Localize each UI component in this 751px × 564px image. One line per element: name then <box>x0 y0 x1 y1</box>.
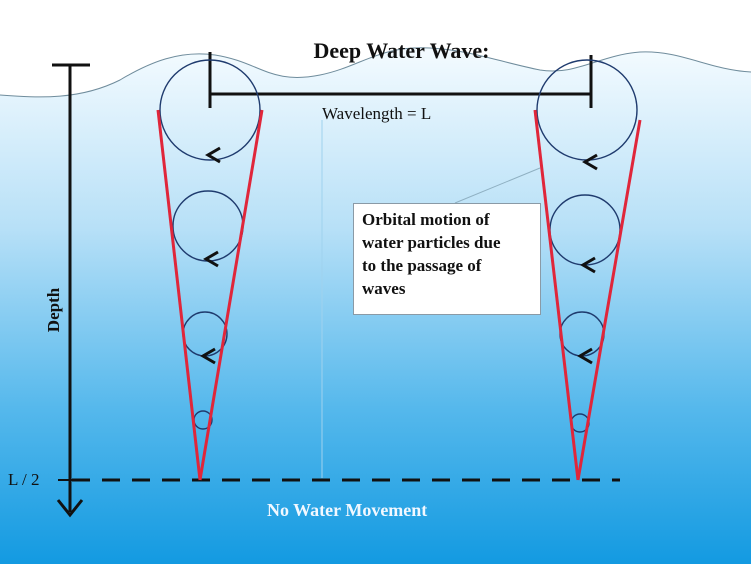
orbit-arrow-icon <box>205 146 221 164</box>
cone-edge-right <box>198 109 264 481</box>
no-movement-label: No Water Movement <box>267 500 428 520</box>
depth-axis-label: Depth <box>44 287 63 333</box>
half-wavelength-label: L / 2 <box>8 470 40 489</box>
orbit-arrow-icon <box>203 250 219 268</box>
note-line: water particles due <box>362 233 501 252</box>
cone-edge-left <box>156 109 202 481</box>
note-line: to the passage of <box>362 256 482 275</box>
orbit-arrow-icon <box>580 256 596 274</box>
water-surface-line <box>0 47 751 98</box>
cone-edge-left <box>533 109 580 481</box>
diagram-title: Deep Water Wave: <box>313 38 490 63</box>
depth-axis-arrowhead <box>56 499 84 518</box>
note-line: Orbital motion of <box>362 210 490 229</box>
orbital-motion-note: Orbital motion of water particles due to… <box>353 203 541 315</box>
note-line: waves <box>362 279 406 298</box>
orbit-arrow-icon <box>577 347 593 365</box>
cone-edge-right <box>576 119 642 481</box>
wavelength-label: Wavelength = L <box>322 104 432 123</box>
orbit-arrow-icon <box>582 153 598 171</box>
orbit-circle <box>159 59 261 161</box>
left-orbit-column <box>156 59 264 481</box>
pointer-line <box>454 167 541 204</box>
orbit-arrow-icon <box>200 347 216 365</box>
right-orbit-column <box>533 59 642 481</box>
